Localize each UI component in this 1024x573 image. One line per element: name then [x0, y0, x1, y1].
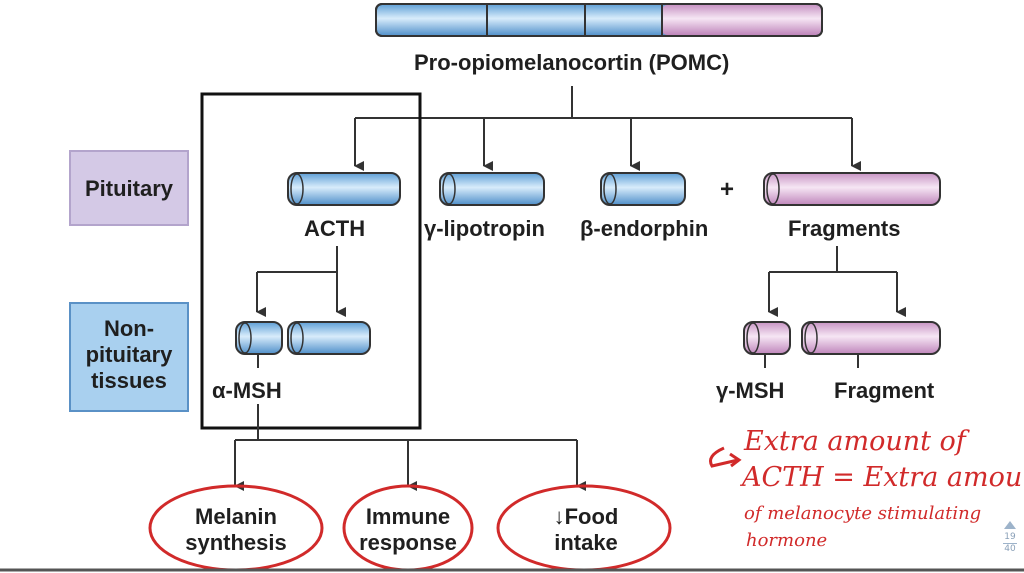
immune-line-1: Immune: [365, 504, 451, 529]
page-divider: [1003, 543, 1017, 544]
fragment-label: Fragment: [834, 378, 935, 403]
pomc-precursor-bar: [375, 3, 823, 37]
non-pituitary-line-3: tissues: [91, 368, 167, 393]
fragments-branch-lines: [768, 246, 906, 317]
gamma-msh-label: γ-MSH: [716, 378, 785, 403]
annotation-arrow-icon: [709, 446, 739, 468]
acth-bar: [287, 172, 401, 206]
gamma-lipotropin-bar: [439, 172, 545, 206]
plus-sign: +: [720, 176, 735, 203]
fragments-label: Fragments: [788, 216, 901, 241]
alpha-msh-outcome-lines: [234, 404, 586, 491]
fragments-bar: [763, 172, 941, 206]
gamma-lipotropin-label: γ-lipotropin: [424, 216, 545, 241]
scroll-up-icon[interactable]: [1003, 520, 1017, 530]
page-indicator[interactable]: 19 40: [1000, 520, 1020, 570]
alpha-msh-label: α-MSH: [212, 378, 282, 403]
clip-fragment-bar: [287, 321, 371, 355]
immune-line-2: response: [359, 530, 457, 555]
acth-label: ACTH: [304, 216, 366, 241]
pomc-branch-lines: [354, 86, 861, 171]
immune-response-label: Immune response: [350, 504, 466, 556]
food-line-1: ↓Food: [526, 504, 646, 530]
page-current: 19: [1004, 532, 1016, 542]
page-total: 40: [1004, 544, 1016, 554]
annotation-line-3: of melanocyte stimulating: [744, 503, 982, 524]
acth-branch-lines: [256, 246, 346, 317]
gamma-msh-bar: [743, 321, 791, 355]
annotation-line-1: Extra amount of: [744, 426, 966, 457]
non-pituitary-line-2: pituitary: [85, 342, 173, 367]
alpha-msh-highlight-box: [200, 92, 422, 430]
down-arrow-icon: ↓: [553, 504, 565, 529]
non-pituitary-line-1: Non-: [103, 316, 155, 341]
food-line-2: intake: [554, 530, 618, 555]
annotation-line-2: ACTH = Extra amount: [742, 462, 1024, 493]
melanin-line-1: Melanin: [195, 504, 277, 529]
food-intake-label: ↓Food intake: [526, 504, 646, 556]
annotation-line-4: hormone: [746, 530, 828, 551]
pituitary-box: [69, 150, 189, 226]
melanin-line-2: synthesis: [185, 530, 287, 555]
beta-endorphin-bar: [600, 172, 686, 206]
annotation-arrowhead-icon: [729, 452, 742, 468]
non-pituitary-label: Non- pituitary tissues: [70, 316, 188, 394]
fragment-bar: [801, 321, 941, 355]
food-word: Food: [564, 504, 619, 529]
pomc-label: Pro-opiomelanocortin (POMC): [414, 50, 730, 75]
melanin-synthesis-label: Melanin synthesis: [176, 504, 296, 556]
beta-endorphin-label: β-endorphin: [580, 216, 709, 241]
alpha-msh-bar: [235, 321, 283, 355]
non-pituitary-box: [69, 302, 189, 412]
pituitary-label: Pituitary: [84, 176, 174, 201]
